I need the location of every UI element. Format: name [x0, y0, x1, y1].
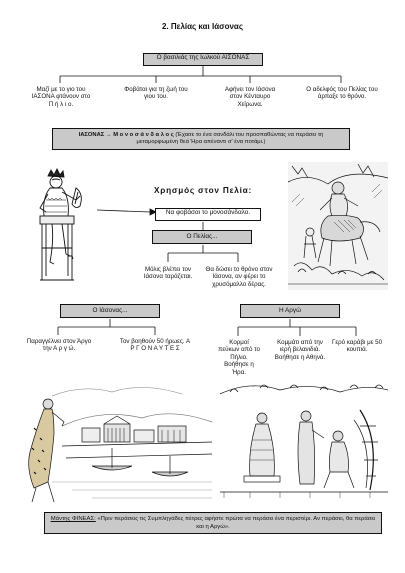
jason-harbour-illustration [22, 378, 213, 503]
jason-label: Ο Ιάσονας... [92, 307, 128, 314]
argo-item-3: Γερό καράβι με 50 κουπιά. [331, 339, 383, 354]
king-aison-box: Ο βασιλιάς της Ιωλκού ΑΙΣΟΝΑΣ [143, 53, 263, 66]
argo-building-illustration [219, 380, 389, 498]
child-item-1: Μαζί με το γιο του ΙΑΣΟΝΑ φτάνουν στο Π … [31, 86, 91, 108]
argo-item-2: Κομμάτι από την ιερή βελανιδιά. Βοήθησε … [274, 339, 326, 361]
phineas-box: Μάντης ΦΙΝΕΑΣ: «Πριν περάσεις τις Συμπλη… [44, 512, 382, 534]
oracle-message-box: Να φοβάσαι το μονοσάνδαλο. [155, 208, 261, 221]
pelias-item-1: Μόλις βλέπει τον Ιάσονα ταράζεται. [143, 266, 193, 281]
argo-label: Η Αργώ [278, 307, 302, 314]
chiron-centaur-illustration [287, 162, 389, 290]
monosandalos-text: (Έχασε το ένα σανδάλι του προσπαθώντας ν… [136, 132, 324, 146]
jason-item-2: Τον βοηθούν 50 ήρωες. Α Ρ Γ Ο Ν Α Υ Τ Ε … [119, 338, 191, 353]
pelias-box: Ο Πελίας... [152, 230, 252, 244]
monosandalos-box: ΙΑΣΟΝΑΣ → Μ ο ν ο σ ά ν δ α λ ο ς (Έχασε… [52, 128, 350, 150]
argo-box: Η Αργώ [240, 304, 340, 318]
jason-item-1: Παραγγέλνει στον Άργο την Α ρ γ ώ. [26, 338, 92, 353]
argo-item-1: Κορμοί πεύκων από το Πήλιο. Βοήθησε η Ήρ… [218, 339, 260, 376]
child-item-4: Ο αδελφός του Πελίας του άρπαξε το θρόνο… [306, 86, 378, 101]
phineas-text: «Πριν περάσεις τις Συμπληγάδες πέτρες αφ… [97, 516, 376, 530]
monosandalos-lead: ΙΑΣΟΝΑΣ → Μ ο ν ο σ ά ν δ α λ ο ς [78, 132, 174, 138]
jason-statue-illustration [39, 167, 82, 281]
oracle-heading: Χρησμός στον Πελία: [153, 186, 253, 195]
king-aison-label: Ο βασιλιάς της Ιωλκού ΑΙΣΟΝΑΣ [156, 54, 250, 61]
jason-box: Ο Ιάσονας... [60, 304, 160, 318]
page-title: 2. Πελίας και Ιάσονας [161, 22, 244, 31]
child-item-3: Αφήνει τον Ιάσονα στον Κένταυρο Χείρωνα. [224, 86, 276, 108]
pelias-label: Ο Πελίας... [186, 233, 218, 240]
child-item-2: Φοβάται για τη ζωή του γιου του. [124, 86, 188, 101]
phineas-label: Μάντης ΦΙΝΕΑΣ: [50, 516, 96, 522]
oracle-message: Να φοβάσαι το μονοσάνδαλο. [165, 209, 251, 216]
pelias-item-2: Θα δώσει το θρόνο στον Ιάσονα, αν φέρει … [205, 266, 273, 288]
